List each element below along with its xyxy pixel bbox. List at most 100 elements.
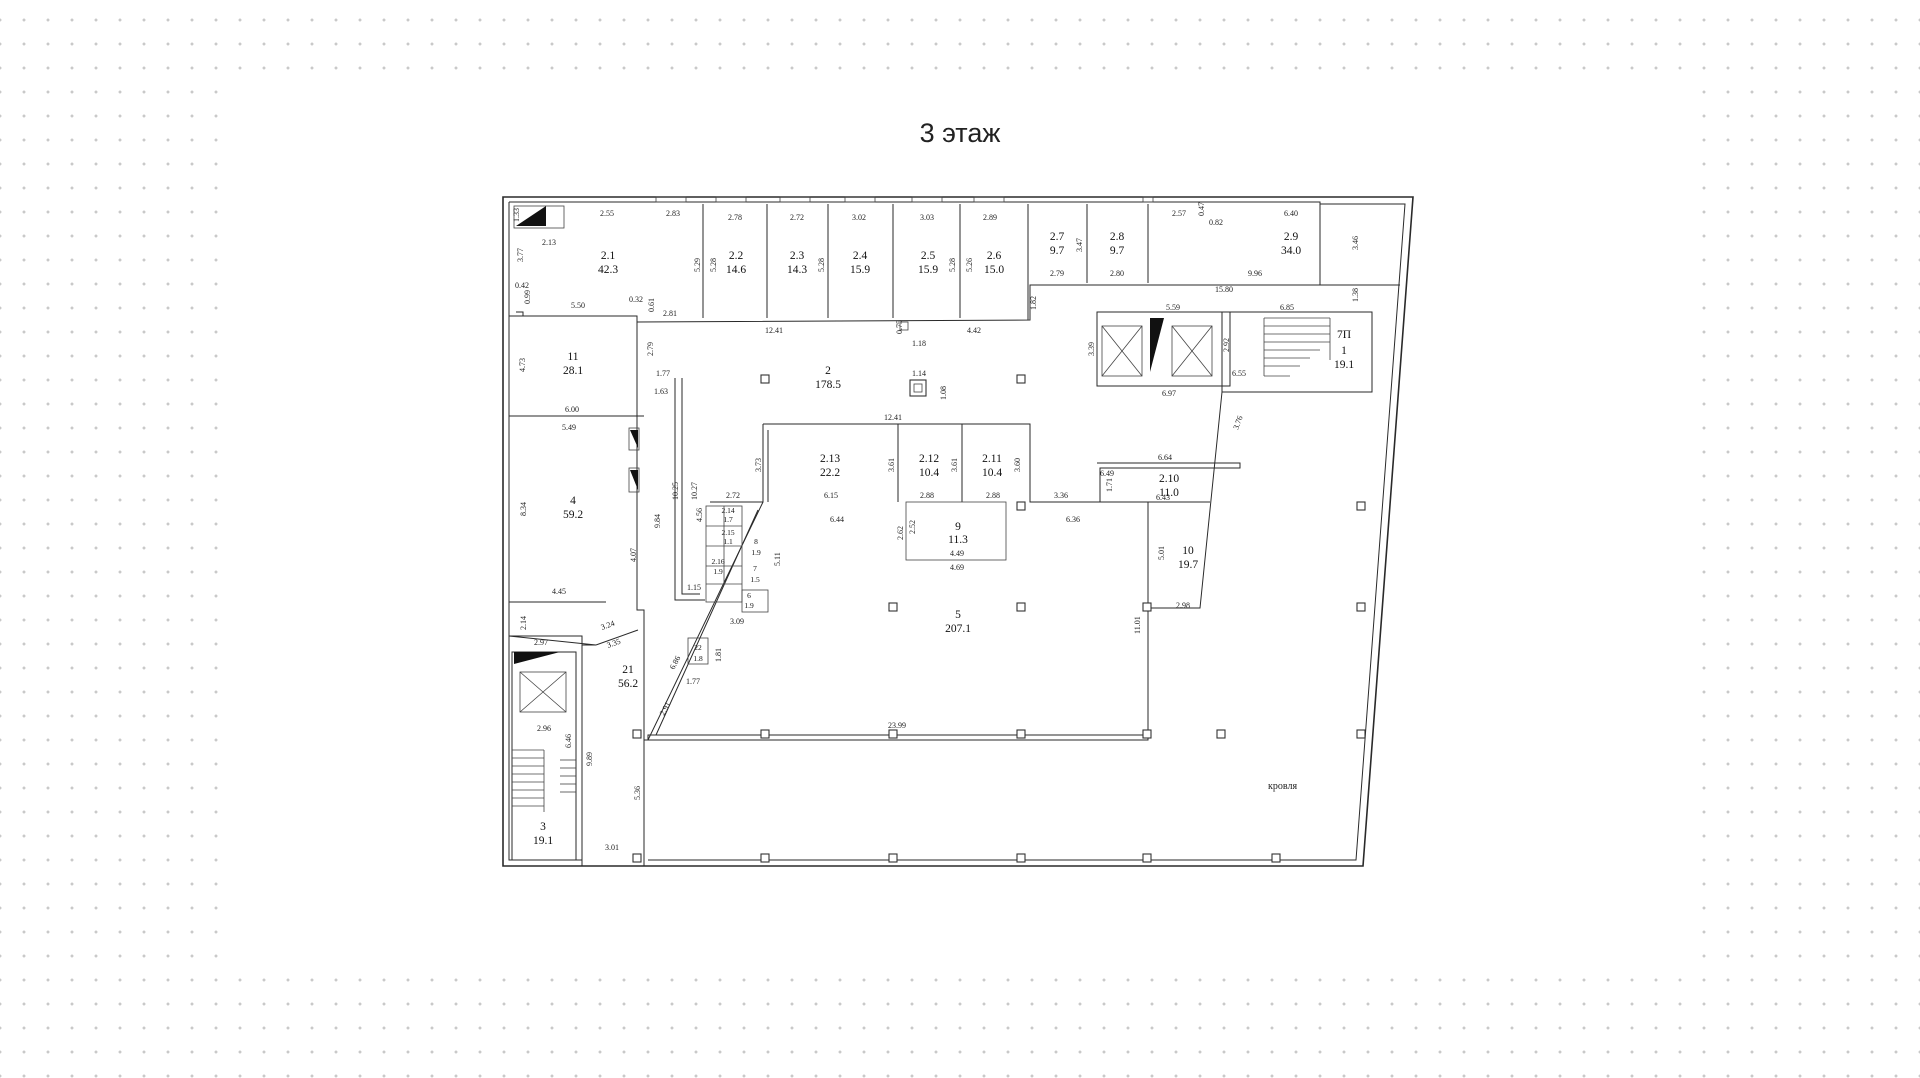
dimension-label: 0.61 (647, 298, 656, 312)
dimension-label: 9.89 (585, 752, 594, 766)
roof-label: кровля (1268, 781, 1297, 792)
dimension-label: 1.08 (939, 386, 948, 400)
room-2-5-id: 2.5 (921, 250, 936, 262)
dimension-label: 2.78 (728, 213, 742, 222)
dimension-label: 4.69 (950, 563, 964, 572)
dimension-label: 3.46 (1351, 236, 1360, 250)
room-2-14-id: 2.14 (721, 506, 734, 515)
dimension-label: 1.33 (512, 208, 521, 222)
room-21-area: 56.2 (618, 678, 638, 690)
dimension-label: 9.84 (653, 514, 662, 528)
dimension-label: 6.44 (830, 515, 844, 524)
dimension-label: 3.77 (516, 248, 525, 262)
dimension-label: 4.42 (967, 326, 981, 335)
dimension-label: 8.34 (519, 502, 528, 516)
dimension-label: 4.73 (518, 358, 527, 372)
room-2-10-id: 2.10 (1159, 473, 1179, 485)
room-2-8-area: 9.7 (1110, 245, 1125, 257)
dimension-label: 2.55 (600, 209, 614, 218)
room-10-id: 10 (1182, 545, 1194, 557)
room-2-7-area: 9.7 (1050, 245, 1065, 257)
dimension-label: 1.15 (687, 583, 701, 592)
dimension-label: 15.80 (1215, 285, 1233, 294)
dimension-label: 3.61 (950, 458, 959, 472)
dimension-label: 9.96 (1248, 269, 1262, 278)
room-11-id: 11 (567, 351, 578, 363)
dimension-label: 5.26 (965, 258, 974, 272)
dimension-label: 6.15 (824, 491, 838, 500)
dimension-label: 3.36 (1054, 491, 1068, 500)
dimension-label: 3.61 (887, 458, 896, 472)
room-2-10-area: 11.0 (1159, 487, 1179, 499)
dimension-label: 2.81 (663, 309, 677, 318)
dimension-label: 0.47 (1197, 202, 1206, 216)
dimension-label: 4.07 (629, 548, 638, 562)
dimension-label: 4.45 (552, 587, 566, 596)
room-3-id: 3 (540, 821, 546, 833)
room-21-id: 21 (622, 664, 634, 676)
dimension-label: 10.25 (671, 482, 680, 500)
room-8-id: 8 (754, 537, 758, 546)
dimension-label: 1.77 (656, 369, 670, 378)
room-6-area: 1.9 (744, 601, 754, 610)
room-2-11-id: 2.11 (982, 453, 1002, 465)
dimension-label: 1.38 (1351, 288, 1360, 302)
dimension-label: 1.18 (912, 339, 926, 348)
window-marks (655, 196, 1154, 203)
room-2-11-area: 10.4 (982, 467, 1002, 479)
dimension-label: 5.50 (571, 301, 585, 310)
room-2-2-id: 2.2 (729, 250, 744, 262)
room-labels: 2.1 42.3 2.2 14.6 2.3 14.3 2.4 15.9 2.5 … (533, 231, 1354, 847)
room-4-id: 4 (570, 495, 576, 507)
dimension-label: 3.39 (1087, 342, 1096, 356)
dimension-label: 2.79 (646, 342, 655, 356)
dimension-label: 3.24 (600, 619, 616, 632)
room-2-area: 178.5 (815, 379, 841, 391)
dimension-label: 1.77 (686, 677, 700, 686)
dimension-label: 6.55 (1232, 369, 1246, 378)
room-2-8-id: 2.8 (1110, 231, 1125, 243)
room-2-4-area: 15.9 (850, 264, 870, 276)
dimension-label: 5.29 (693, 258, 702, 272)
dimension-label: 2.13 (542, 238, 556, 247)
room-22-area: 1.8 (693, 654, 703, 663)
dimension-label: 5.49 (562, 423, 576, 432)
dimension-label: 6.64 (1158, 453, 1172, 462)
room-3-area: 19.1 (533, 835, 553, 847)
room-2-3-area: 14.3 (787, 264, 807, 276)
right-core (1096, 311, 1373, 609)
room-2-7-id: 2.7 (1050, 231, 1065, 243)
dimension-label: 2.72 (790, 213, 804, 222)
dimension-label: 3.76 (1231, 414, 1244, 430)
dimension-label: 5.36 (633, 786, 642, 800)
room-2-3-id: 2.3 (790, 250, 805, 262)
dimension-label: 2.98 (1176, 601, 1190, 610)
dimension-label: 3.09 (730, 617, 744, 626)
dimension-label: 2.97 (534, 638, 548, 647)
stair-mark: 7П (1337, 329, 1351, 341)
dimension-label: 1.71 (1105, 478, 1114, 492)
room-5-area: 207.1 (945, 623, 971, 635)
room-2-9-area: 34.0 (1281, 245, 1301, 257)
dimension-label: 2.88 (986, 491, 1000, 500)
dimension-label: 3.35 (606, 637, 622, 650)
dimension-label: 6.36 (1066, 515, 1080, 524)
room-7-area: 1.5 (750, 575, 760, 584)
room-11-area: 28.1 (563, 365, 583, 377)
lift-and-stair-left (511, 645, 645, 866)
dimension-label: 0.82 (1209, 218, 1223, 227)
top-offices (509, 204, 1400, 331)
room-6-id: 6 (747, 591, 751, 600)
dimension-label: 0.42 (515, 281, 529, 290)
room-4-area: 59.2 (563, 509, 583, 521)
dimension-label: 3.47 (1075, 238, 1084, 252)
dimension-label: 5.28 (948, 258, 957, 272)
room-7-id: 7 (753, 564, 757, 573)
dimension-label: 1.82 (1029, 296, 1038, 310)
room-2-15-area: 1.1 (723, 537, 733, 546)
dimension-label: 2.57 (1172, 209, 1186, 218)
dimension-label: 2.79 (1050, 269, 1064, 278)
dimension-label: 5.28 (709, 258, 718, 272)
room-2-id: 2 (825, 365, 831, 377)
